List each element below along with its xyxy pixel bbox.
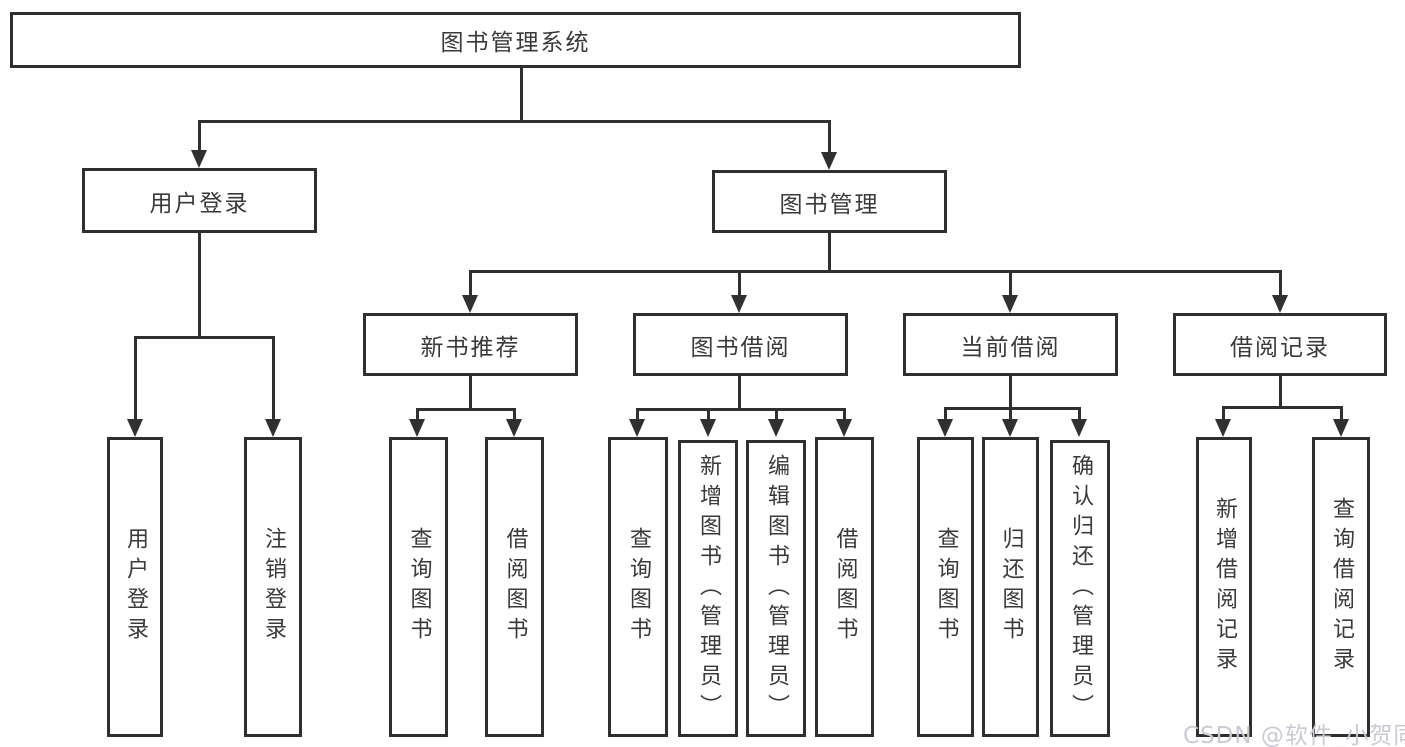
arrow-down-icon <box>629 419 645 437</box>
arrow-down-icon <box>731 295 747 313</box>
connector-line <box>1009 407 1012 419</box>
arrow-down-icon <box>821 152 837 170</box>
connector-line <box>469 270 1282 273</box>
leaf-borrow-books-borrowing: 借阅图书 <box>815 437 874 737</box>
node-label: 图书管理 <box>779 191 880 218</box>
leaf-label: 查询借阅记录 <box>1329 497 1354 677</box>
csdn-watermark: CSDN @软件_小贺同学 <box>1183 723 1405 747</box>
connector-line <box>1222 406 1225 419</box>
connector-line <box>636 408 846 411</box>
connector-line <box>469 376 472 408</box>
leaf-label: 新增借阅记录 <box>1212 497 1237 677</box>
leaf-query-books-borrowing: 查询图书 <box>608 437 668 737</box>
connector-line <box>1009 270 1012 295</box>
connector-line <box>636 408 639 419</box>
connector-line <box>134 336 137 419</box>
node-book-management: 图书管理 <box>712 170 947 233</box>
node-label: 图书借阅 <box>690 334 791 361</box>
arrow-down-icon <box>1002 419 1018 437</box>
connector-line <box>469 270 472 295</box>
arrow-down-icon <box>191 150 207 168</box>
leaf-query-books-current: 查询图书 <box>917 437 974 737</box>
node-label: 当前借阅 <box>960 334 1061 361</box>
connector-line <box>198 120 831 123</box>
node-root-library-system: 图书管理系统 <box>10 12 1021 68</box>
node-book-borrowing: 图书借阅 <box>633 313 848 376</box>
connector-line <box>416 408 516 411</box>
connector-line <box>272 336 275 419</box>
arrow-down-icon <box>265 419 281 437</box>
leaf-user-login: 用户登录 <box>107 437 163 737</box>
arrow-down-icon <box>1215 419 1231 437</box>
leaf-return-books: 归还图书 <box>982 437 1039 737</box>
leaf-label: 确认归还（管理员） <box>1068 453 1093 724</box>
arrow-down-icon <box>836 419 852 437</box>
leaf-logout: 注销登录 <box>244 437 302 737</box>
connector-line <box>513 408 516 419</box>
connector-line <box>1078 407 1081 419</box>
leaf-confirm-return-admin: 确认归还（管理员） <box>1050 440 1110 737</box>
leaf-add-books-admin: 新增图书（管理员） <box>678 440 738 737</box>
leaf-label: 归还图书 <box>998 527 1024 647</box>
leaf-label: 借阅图书 <box>832 527 858 647</box>
connector-line <box>520 68 523 120</box>
leaf-label: 用户登录 <box>123 527 148 647</box>
arrow-down-icon <box>409 419 425 437</box>
arrow-down-icon <box>700 419 716 437</box>
leaf-label: 借阅图书 <box>502 527 528 647</box>
connector-line <box>775 408 778 419</box>
node-label: 借阅记录 <box>1230 334 1330 361</box>
connector-line <box>416 408 419 419</box>
connector-line <box>134 336 275 339</box>
arrow-down-icon <box>462 295 478 313</box>
node-user-login: 用户登录 <box>82 168 317 233</box>
connector-line <box>843 408 846 419</box>
arrow-down-icon <box>506 419 522 437</box>
connector-line <box>738 376 741 408</box>
arrow-down-icon <box>1071 419 1087 437</box>
connector-line <box>1009 376 1012 407</box>
leaf-label: 查询图书 <box>933 527 959 647</box>
arrow-down-icon <box>1002 295 1018 313</box>
node-current-borrowing: 当前借阅 <box>903 313 1118 376</box>
node-borrowing-records: 借阅记录 <box>1173 313 1387 376</box>
arrow-down-icon <box>127 419 143 437</box>
connector-line <box>738 270 741 295</box>
leaf-query-borrow-record: 查询借阅记录 <box>1312 437 1370 737</box>
node-label: 用户登录 <box>149 190 250 217</box>
connector-line <box>198 120 201 150</box>
connector-line <box>944 407 1081 410</box>
connector-line <box>198 233 201 336</box>
leaf-label: 注销登录 <box>261 527 286 647</box>
arrow-down-icon <box>768 419 784 437</box>
node-label: 新书推荐 <box>420 334 521 361</box>
leaf-add-borrow-record: 新增借阅记录 <box>1196 437 1252 737</box>
connector-line <box>707 408 710 419</box>
arrow-down-icon <box>937 419 953 437</box>
arrow-down-icon <box>1333 419 1349 437</box>
leaf-label: 新增图书（管理员） <box>696 453 721 724</box>
connector-line <box>1279 376 1282 406</box>
connector-line <box>1340 406 1343 419</box>
leaf-label: 编辑图书（管理员） <box>764 453 789 724</box>
leaf-label: 查询图书 <box>406 527 432 647</box>
connector-line <box>1279 270 1282 295</box>
leaf-query-books-newbook: 查询图书 <box>389 437 448 737</box>
arrow-down-icon <box>1272 295 1288 313</box>
leaf-borrow-books-newbook: 借阅图书 <box>485 437 544 737</box>
connector-line <box>944 407 947 419</box>
connector-line <box>828 233 831 270</box>
node-label: 图书管理系统 <box>440 30 591 56</box>
leaf-label: 查询图书 <box>626 527 651 647</box>
leaf-edit-books-admin: 编辑图书（管理员） <box>746 440 806 737</box>
connector-line <box>828 120 831 152</box>
connector-line <box>1222 406 1343 409</box>
node-new-book-recommend: 新书推荐 <box>363 313 578 376</box>
